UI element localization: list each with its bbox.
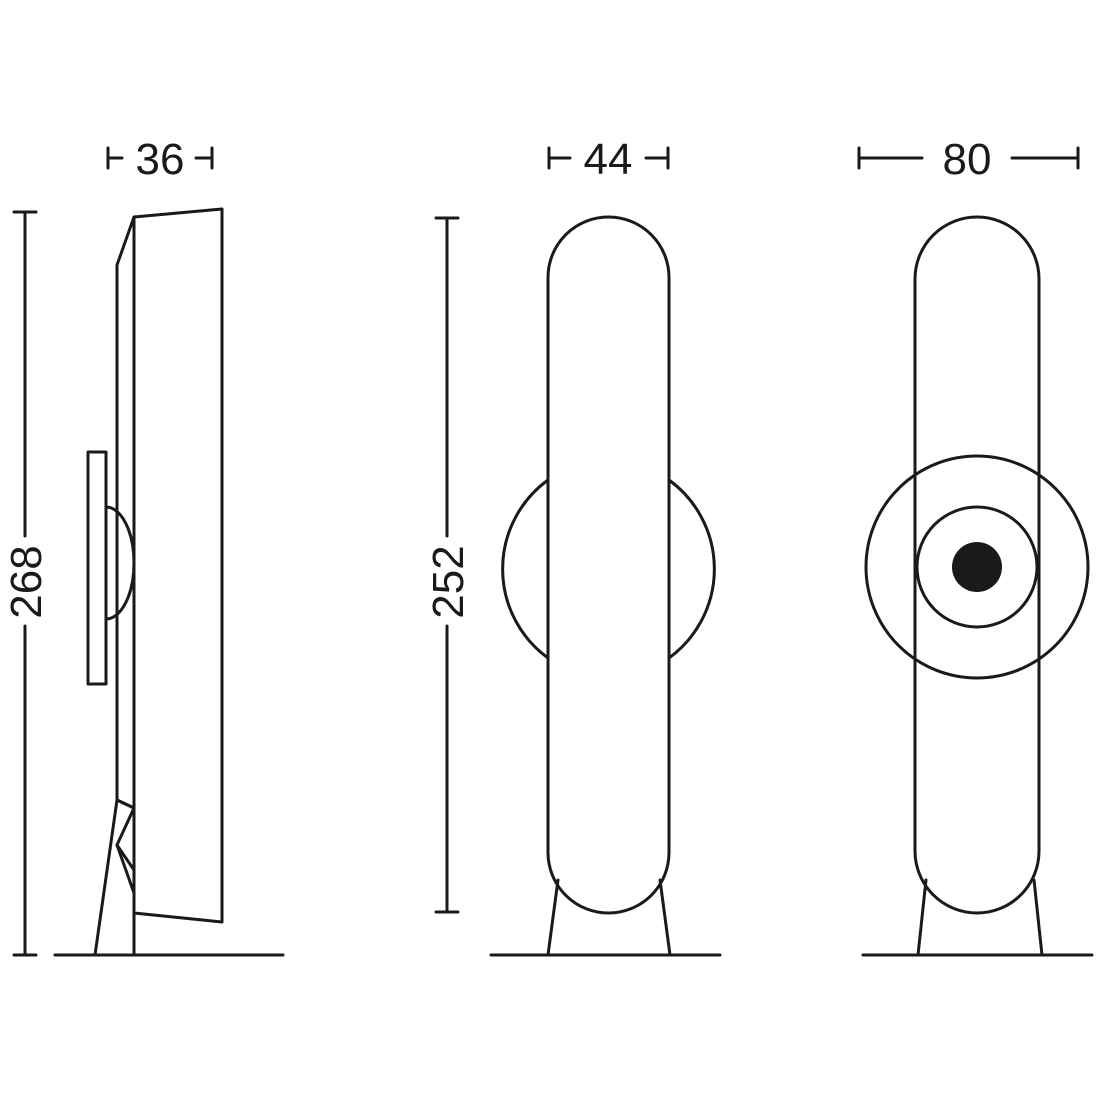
front-stand-right <box>658 878 672 957</box>
side-view: 36 268 <box>2 135 285 957</box>
side-width-dimension: 36 <box>106 135 214 184</box>
back-width-label: 80 <box>943 135 992 184</box>
back-mount-disc <box>864 454 1090 680</box>
front-stand-left <box>546 878 560 957</box>
front-width-dimension: 44 <box>547 135 670 184</box>
front-view: 44 252 <box>424 135 722 957</box>
back-width-dimension: 80 <box>857 135 1080 184</box>
back-mount-ring <box>915 505 1039 629</box>
front-lamp-body <box>546 215 671 915</box>
back-view: 80 <box>857 135 1094 957</box>
back-mount-hole <box>952 542 1002 592</box>
side-height-label: 268 <box>2 545 51 618</box>
front-width-label: 44 <box>584 135 633 184</box>
back-stand-left <box>916 878 928 957</box>
back-lamp-body <box>913 215 1041 915</box>
front-right-lobe <box>667 478 716 660</box>
side-width-label: 36 <box>136 135 185 184</box>
front-height-label: 252 <box>424 545 473 618</box>
side-lamp-body <box>86 207 224 957</box>
front-left-lobe <box>501 478 550 660</box>
side-height-dimension: 268 <box>2 210 51 957</box>
front-height-dimension: 252 <box>424 216 473 914</box>
back-stand-right <box>1032 878 1044 957</box>
